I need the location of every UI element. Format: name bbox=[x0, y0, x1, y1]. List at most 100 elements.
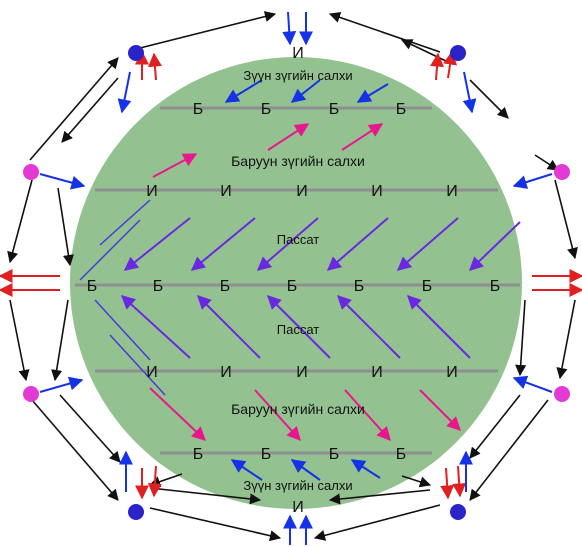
circulation-arrow bbox=[401, 475, 432, 488]
circulation-arrow bbox=[139, 11, 277, 49]
mid-node bbox=[554, 386, 570, 402]
wind-arrow bbox=[190, 217, 256, 271]
blue-arrow bbox=[39, 173, 86, 190]
circulation-arrow bbox=[149, 507, 282, 542]
circulation-arrow bbox=[149, 487, 262, 505]
wind-streak bbox=[99, 199, 151, 246]
wind-streak bbox=[109, 334, 166, 396]
circulation-arrow bbox=[31, 399, 119, 501]
pressure-low-label: Б bbox=[422, 278, 433, 295]
blue-arrow bbox=[39, 376, 84, 393]
pressure-low-label: Б bbox=[220, 278, 231, 295]
wind-arrow bbox=[267, 295, 331, 359]
mid-node bbox=[23, 164, 39, 180]
wind-arrow bbox=[337, 295, 401, 359]
circulation-arrow bbox=[61, 77, 119, 143]
pressure-low-label: Б bbox=[329, 446, 340, 463]
blue-arrow bbox=[462, 71, 477, 114]
pressure-high-label: И bbox=[220, 183, 232, 200]
pressure-high-label: И bbox=[220, 364, 232, 381]
wind-arrow bbox=[152, 153, 198, 178]
circulation-arrow bbox=[57, 187, 74, 267]
pressure-low-label: Б bbox=[396, 101, 407, 118]
circulation-arrow bbox=[515, 299, 527, 377]
globe bbox=[70, 57, 522, 509]
wind-arrow bbox=[468, 221, 521, 271]
circulation-arrow bbox=[400, 39, 449, 63]
wind-labels: Зүүн зүгийн салхи Баруун зүгийн салхи Па… bbox=[231, 68, 365, 493]
wind-arrow bbox=[396, 217, 459, 271]
wind-arrow bbox=[290, 79, 321, 103]
pressure-high-label: И bbox=[292, 499, 304, 516]
wind-arrow bbox=[341, 123, 384, 151]
wind-arrow bbox=[149, 387, 207, 441]
westerlies-label-south: Баруун зүгийн салхи bbox=[231, 401, 365, 417]
pressure-low-label: Б bbox=[329, 101, 340, 118]
polar-easterlies-north bbox=[224, 79, 389, 103]
mid-node bbox=[23, 386, 39, 402]
wind-streak bbox=[79, 219, 141, 281]
westerlies-label-north: Баруун зүгийн салхи bbox=[231, 153, 365, 169]
pressure-low-label: Б bbox=[354, 278, 365, 295]
circulation-arrow bbox=[469, 79, 509, 119]
pressure-high-label: И bbox=[292, 45, 304, 62]
pressure-high-label: И bbox=[296, 183, 308, 200]
blue-arrow bbox=[282, 11, 297, 46]
red-arrow bbox=[430, 52, 445, 81]
pressure-high-label: И bbox=[371, 183, 383, 200]
circulation-arrow bbox=[9, 299, 30, 382]
pressure-high-label: И bbox=[446, 364, 458, 381]
blue-arrow bbox=[117, 71, 132, 114]
pressure-high-label: И bbox=[371, 364, 383, 381]
circulation-arrow bbox=[328, 11, 441, 53]
red-arrow bbox=[452, 465, 467, 498]
long-streaks-south bbox=[94, 299, 166, 396]
trades-label-north: Пассат bbox=[277, 232, 320, 247]
circulation-arrow bbox=[469, 394, 521, 459]
wind-arrow bbox=[407, 295, 471, 359]
polar-easterlies-label-north: Зүүн зүгийн салхи bbox=[243, 68, 352, 83]
long-streaks-north bbox=[79, 199, 151, 281]
outer-circulation bbox=[7, 11, 578, 542]
polar-easterlies-label-south: Зүүн зүгийн салхи bbox=[243, 478, 352, 493]
pressure-high-label: И bbox=[146, 183, 158, 200]
red-arrow bbox=[440, 467, 455, 500]
wind-arrow bbox=[197, 295, 261, 359]
wind-arrow bbox=[256, 217, 319, 271]
circulation-arrow bbox=[29, 57, 119, 161]
circulation-arrow bbox=[51, 299, 69, 382]
wind-arrow bbox=[230, 459, 263, 481]
wind-arrow bbox=[123, 217, 191, 271]
pressure-high-label: И bbox=[446, 183, 458, 200]
wind-arrow bbox=[254, 389, 301, 442]
pressure-low-label: Б bbox=[87, 278, 98, 295]
wind-arrow bbox=[419, 389, 461, 431]
meridional-arrows bbox=[0, 11, 582, 545]
circulation-arrow bbox=[313, 504, 441, 541]
mid-node bbox=[554, 164, 570, 180]
wind-arrow bbox=[224, 79, 263, 103]
trades-label-south: Пассат bbox=[277, 322, 320, 337]
wind-streak bbox=[94, 299, 151, 361]
blue-arrow bbox=[512, 173, 553, 189]
circulation-arrow bbox=[59, 394, 121, 463]
pressure-high-label: И bbox=[146, 364, 158, 381]
pressure-low-label: Б bbox=[261, 101, 272, 118]
wind-arrow bbox=[344, 389, 391, 442]
circulation-arrow bbox=[556, 299, 576, 380]
pressure-low-label: Б bbox=[490, 278, 501, 295]
trade-winds-south bbox=[120, 295, 471, 359]
low-node bbox=[450, 45, 466, 61]
circulation-arrow bbox=[7, 179, 33, 264]
circulation-arrow bbox=[469, 399, 549, 501]
westerlies-south bbox=[149, 387, 461, 442]
pressure-labels: И И Б Б Б Б И И И И И Б Б Б Б Б Б Б И И … bbox=[87, 45, 501, 516]
wind-arrow bbox=[120, 295, 191, 359]
polar-easterlies-south bbox=[230, 459, 381, 481]
wind-arrow bbox=[356, 83, 389, 103]
low-node bbox=[450, 504, 466, 520]
trade-winds-north bbox=[123, 217, 521, 271]
pressure-low-label: Б bbox=[193, 446, 204, 463]
wind-arrow bbox=[326, 217, 389, 271]
